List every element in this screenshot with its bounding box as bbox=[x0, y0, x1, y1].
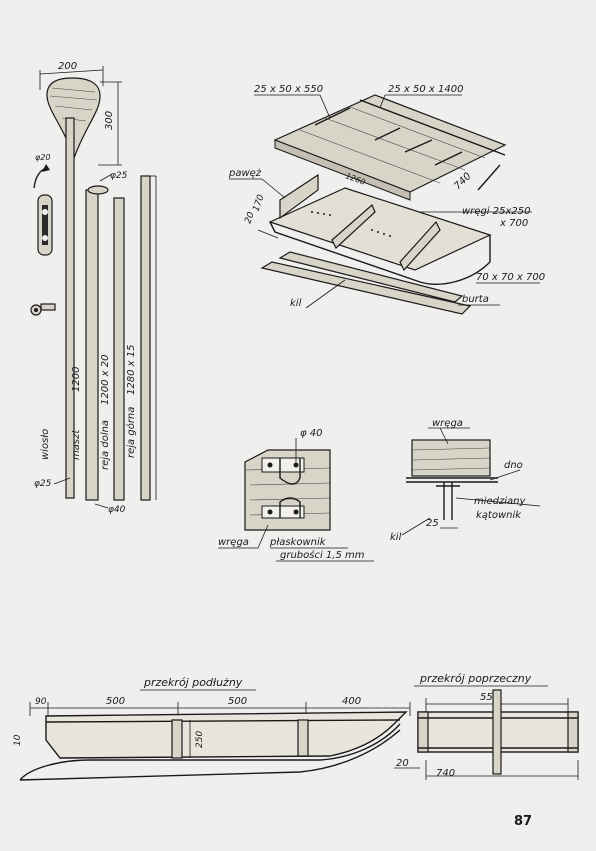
dim-25-katownik: 25 bbox=[426, 518, 439, 529]
keel-strip bbox=[260, 261, 472, 315]
label-miedziany: miedziany bbox=[474, 496, 527, 507]
dim-550: 550 bbox=[480, 692, 499, 703]
label-burta: burta bbox=[462, 294, 489, 305]
label-maszt: maszt bbox=[71, 429, 82, 460]
dim-500b: 500 bbox=[228, 696, 247, 707]
section-transverse: przekrój poprzeczny 550 20 740 bbox=[394, 672, 579, 780]
label-kil: kil bbox=[290, 298, 302, 309]
transom bbox=[279, 173, 319, 220]
section-long-title: przekrój podłużny bbox=[143, 676, 243, 689]
dim-top-right: 25 x 50 x 1400 bbox=[388, 84, 463, 95]
label-wregi-2: x 700 bbox=[499, 218, 528, 229]
dim-reja-gorna: 1280 x 15 bbox=[126, 345, 137, 395]
section-longitudinal: przekrój podłużny 90 500 500 400 10 250 bbox=[13, 676, 411, 781]
mast-drawing: 200 300 φ20 φ25 wiosło mas bbox=[30, 61, 157, 515]
label-dno: dno bbox=[504, 460, 523, 471]
dim-phi40-detail: φ 40 bbox=[300, 428, 323, 439]
dim-400: 400 bbox=[342, 696, 361, 707]
label-wregi: wręgi 25x250 bbox=[462, 206, 530, 217]
dim-phi25-bottom: φ25 bbox=[34, 479, 52, 489]
label-reja-gorna: reja górna bbox=[125, 407, 137, 458]
dim-90: 90 bbox=[35, 697, 47, 707]
dim-250: 250 bbox=[195, 731, 205, 748]
dim-500a: 500 bbox=[106, 696, 125, 707]
upper-yard bbox=[140, 175, 151, 501]
detail-katownik: wręga dno miedziany kątownik kil 25 bbox=[390, 418, 541, 543]
label-wrega-detail: wręga bbox=[218, 537, 249, 548]
dim-20: 20 bbox=[243, 211, 256, 225]
hull-long-section bbox=[45, 711, 408, 759]
dim-sail-width: 200 bbox=[58, 61, 77, 72]
label-wioslo: wiosło bbox=[40, 429, 51, 460]
label-katownik: kątownik bbox=[476, 510, 522, 521]
label-pawez: pawęż bbox=[228, 168, 262, 179]
dim-740-trans: 740 bbox=[436, 768, 455, 779]
label-grubosci: grubości 1,5 mm bbox=[280, 549, 365, 561]
dim-bottom: 70 x 70 x 700 bbox=[476, 272, 545, 283]
dim-10: 10 bbox=[13, 734, 23, 746]
dim-740: 740 bbox=[452, 171, 473, 192]
label-kil-katownik: kil bbox=[390, 532, 402, 543]
label-plaskownik: płaskownik bbox=[269, 537, 327, 548]
dim-phi20: φ20 bbox=[35, 153, 50, 162]
label-wrega-katownik: wręga bbox=[432, 418, 463, 429]
hull-exploded: 25 x 50 x 550 25 x 50 x 1400 740 1260 pa… bbox=[228, 84, 545, 315]
detail-plaskownik: φ 40 wręga płaskownik grubości 1,5 mm bbox=[218, 428, 374, 562]
lower-yard bbox=[113, 197, 125, 501]
label-reja-dolna: reja dolna bbox=[100, 420, 111, 470]
mast bbox=[85, 189, 99, 501]
side-strip bbox=[278, 251, 464, 303]
frame-wrega bbox=[411, 439, 491, 477]
dim-20-trans: 20 bbox=[396, 758, 409, 769]
dim-top-left: 25 x 50 x 550 bbox=[254, 84, 323, 95]
section-trans-title: przekrój poprzeczny bbox=[419, 672, 532, 685]
oar-shaft bbox=[65, 117, 75, 499]
dim-phi25-top: φ25 bbox=[110, 171, 128, 181]
dim-170: 170 bbox=[251, 193, 266, 213]
page-number: 87 bbox=[514, 814, 532, 829]
dim-reja-dolna: 1200 x 20 bbox=[100, 355, 111, 405]
dim-maszt: 1200 bbox=[71, 367, 82, 392]
dim-sail-height: 300 bbox=[104, 111, 115, 130]
mast-trans bbox=[492, 689, 502, 775]
dim-phi40: φ40 bbox=[108, 505, 126, 515]
